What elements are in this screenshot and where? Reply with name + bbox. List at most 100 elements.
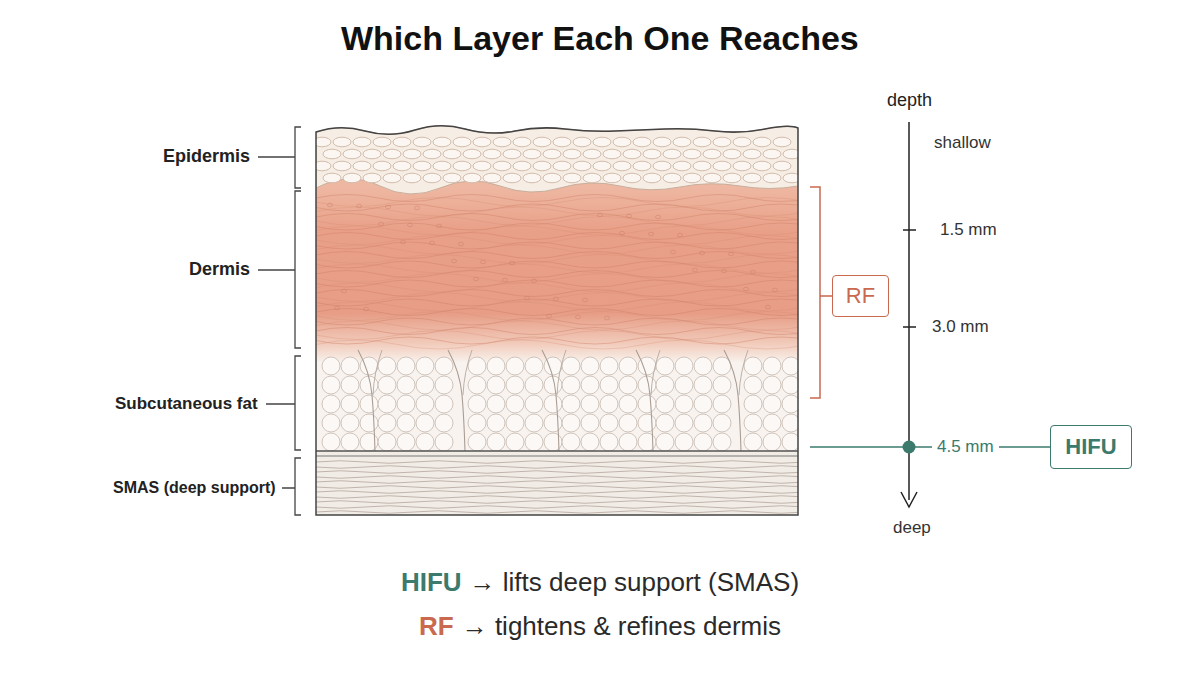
fat-cell: [378, 433, 396, 451]
treatment-box: RF: [832, 275, 889, 317]
fat-cell: [782, 395, 798, 413]
epidermis-cell: [393, 161, 411, 171]
fat-cell: [581, 414, 599, 432]
fat-cell: [487, 433, 505, 451]
epidermis-cell: [553, 161, 571, 171]
fat-cell: [416, 414, 434, 432]
dermis-cell: [721, 269, 726, 273]
fat-cell: [744, 414, 762, 432]
layer-boundary: [316, 456, 798, 457]
dermis-fiber: [316, 340, 798, 349]
epidermis-cell: [373, 161, 391, 171]
dermis-cell: [378, 222, 383, 226]
epidermis-cell: [623, 173, 641, 183]
fat-cell: [562, 395, 580, 413]
axis-label: shallow: [934, 133, 991, 153]
fat-cell: [468, 414, 486, 432]
dermis-cell: [524, 296, 529, 300]
fat-cell: [782, 433, 798, 451]
dermis-fiber: [316, 321, 798, 330]
dermis-fiber: [316, 252, 798, 259]
fat-cell: [713, 414, 731, 432]
epidermis-cell: [593, 161, 611, 171]
dermis-fiber: [316, 309, 798, 316]
depth-value: 1.5 mm: [940, 220, 997, 240]
fat-cell: [744, 395, 762, 413]
epidermis-cell: [493, 161, 511, 171]
epidermis-cell: [353, 161, 371, 171]
dermis-cell: [765, 305, 770, 309]
dermis-cell: [451, 259, 456, 263]
dermis-cell: [750, 270, 755, 274]
fat-cell: [763, 357, 781, 375]
dermis-cell: [356, 204, 361, 208]
dermis-fiber: [316, 255, 798, 264]
dermis-fiber: [316, 293, 798, 302]
epidermis-cell: [333, 161, 351, 171]
fat-cell: [619, 395, 637, 413]
dermis-fiber: [316, 290, 798, 297]
epidermis-cell: [343, 173, 361, 183]
hifu-depth-dot: [903, 441, 916, 454]
smas-fiber: [316, 491, 798, 494]
epidermis-cell: [643, 149, 661, 159]
fat-cell: [525, 414, 543, 432]
fat-cell: [744, 376, 762, 394]
epidermis-cell: [463, 173, 481, 183]
smas-fiber: [316, 486, 798, 489]
layer-label: Subcutaneous fat: [115, 394, 258, 414]
fat-cell: [468, 357, 486, 375]
epidermis-cell: [443, 173, 461, 183]
dermis-fiber: [316, 283, 798, 292]
epidermis-cell: [613, 137, 631, 147]
epidermis-cell: [683, 149, 701, 159]
fat-cell: [713, 433, 731, 451]
fat-cell: [525, 395, 543, 413]
dermis-cell: [458, 242, 463, 246]
fat-cell: [713, 376, 731, 394]
dermis-cell: [436, 224, 441, 228]
epidermis-cell: [733, 137, 751, 147]
epidermis-cell: [383, 173, 401, 183]
fat-cell: [397, 395, 415, 413]
dermis-cell: [509, 261, 514, 265]
fat-cell: [600, 433, 618, 451]
dermis-cell: [582, 298, 587, 302]
epidermis-cell: [713, 137, 731, 147]
layer-label: Epidermis: [163, 146, 250, 168]
dermis-fiber: [316, 226, 798, 235]
epidermis-cell: [413, 137, 431, 147]
fat-cell: [562, 433, 580, 451]
fat-cell: [656, 395, 674, 413]
dermis-cell: [531, 279, 536, 283]
epidermis-cell: [693, 137, 711, 147]
fat-cell: [525, 357, 543, 375]
fat-cell: [341, 357, 359, 375]
fat-cell: [581, 376, 599, 394]
epidermis-cell: [543, 173, 561, 183]
fat-cell: [782, 357, 798, 375]
epidermis-cell: [403, 149, 421, 159]
epidermis-cell: [783, 149, 798, 159]
epidermis-cell: [643, 173, 661, 183]
dermis-cell: [692, 268, 697, 272]
dermis-cell: [546, 314, 551, 318]
dermis-cell: [648, 232, 653, 236]
fat-cell: [581, 433, 599, 451]
fat-cell: [322, 433, 340, 451]
fat-cell: [694, 414, 712, 432]
epidermis-cell: [573, 137, 591, 147]
dermis-cell: [341, 289, 346, 293]
dermis-cell: [728, 252, 733, 256]
fat-cell: [360, 414, 378, 432]
fat-cell: [638, 414, 656, 432]
dermis-fiber: [316, 214, 798, 221]
dermis-cell: [414, 206, 419, 210]
smas-fiber: [316, 506, 798, 509]
epidermis-cell: [653, 137, 671, 147]
fat-cell: [378, 414, 396, 432]
epidermis-cell: [543, 149, 561, 159]
dermis-fiber: [316, 328, 798, 335]
epidermis-cell: [743, 173, 761, 183]
epidermis-cell: [403, 173, 421, 183]
